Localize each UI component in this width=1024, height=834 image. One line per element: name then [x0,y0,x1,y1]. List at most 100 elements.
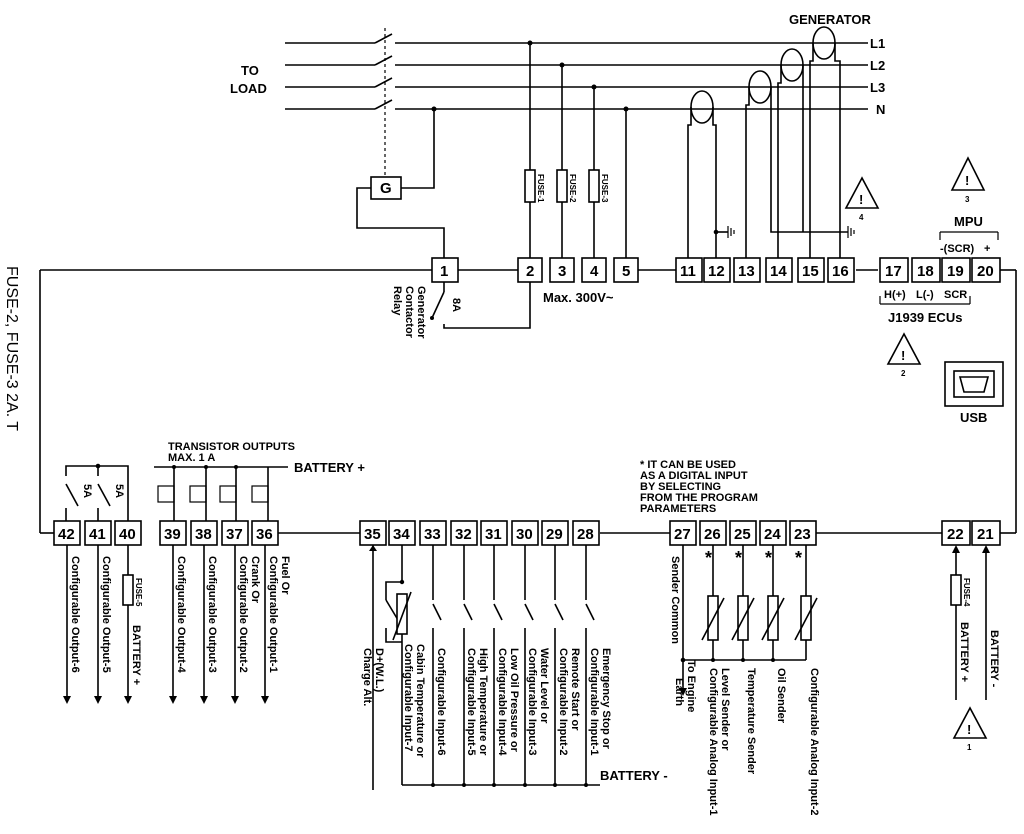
fuse-1-label: FUSE-1 [536,174,545,203]
contactor-label-1: Generator [415,286,427,339]
svg-text:38: 38 [195,526,212,543]
to-load-label-2: LOAD [230,81,267,96]
digital-input-note-1: * IT CAN BE USED [640,459,736,471]
asterisk-24: * [765,548,772,568]
bottom-terminal-35: 35 [359,520,387,546]
top-terminal-15: 15 [797,257,825,283]
svg-text:41: 41 [89,526,106,543]
svg-text:1: 1 [440,263,448,280]
line-label-n: N [876,102,885,117]
svg-text:20: 20 [977,263,994,280]
svg-text:15: 15 [802,263,819,280]
svg-text:16: 16 [832,263,849,280]
bottom-terminal-39: 39 [159,520,187,546]
svg-text:37: 37 [226,526,243,543]
svg-text:36: 36 [256,526,273,543]
label-t38: Configurable Output-3 [206,556,218,673]
generator-title: GENERATOR [789,12,871,27]
bottom-terminal-33: 33 [419,520,447,546]
output-wires [63,545,269,704]
bottom-terminal-36: 36 [251,520,279,546]
svg-text:12: 12 [708,263,725,280]
digital-input-note-3: BY SELECTING [640,481,721,493]
fuse-4-label: FUSE-4 [962,578,971,607]
j1939-title: J1939 ECUs [888,310,962,325]
label-t29-1: Remote Start or [569,648,581,731]
warning-icon-2: ! 2 [886,332,922,378]
svg-text:14: 14 [770,263,787,280]
svg-text:4: 4 [859,213,864,222]
label-t42: Configurable Output-6 [69,556,81,673]
svg-text:!: ! [965,173,969,188]
svg-text:26: 26 [704,526,721,543]
bottom-terminal-29: 29 [541,520,569,546]
digital-input-note-5: PARAMETERS [640,503,716,515]
label-t28-1: Emergency Stop or [600,648,612,750]
svg-text:1: 1 [967,743,972,752]
svg-text:23: 23 [794,526,811,543]
voltage-note: Max. 300V~ [543,290,614,305]
top-bus [39,269,1017,533]
transistor-note-2: MAX. 1 A [168,452,215,464]
svg-text:33: 33 [424,526,441,543]
j1939-label-scr: SCR [944,289,967,301]
asterisk-23: * [795,548,802,568]
top-terminal-2: 2 [517,257,543,283]
label-t33: Configurable Input-6 [435,648,447,756]
bottom-terminal-34: 34 [388,520,416,546]
digital-input-note-2: AS A DIGITAL INPUT [640,470,748,482]
fuse-3-label: FUSE-3 [600,174,609,203]
warning-icon-1: ! 1 [952,706,988,752]
svg-text:24: 24 [764,526,781,543]
bottom-terminal-25: 25 [729,520,757,546]
svg-text:27: 27 [674,526,691,543]
label-t35-1: D+(W.L.) [373,648,385,693]
transistor-switches [157,465,269,521]
fuse-side-note: FUSE-2, FUSE-3 2A. T [3,266,20,431]
asterisk-25: * [735,548,742,568]
svg-text:22: 22 [947,526,964,543]
label-t21: BATTERY - [988,630,1000,688]
label-t25: Temperature Sender [745,668,757,775]
svg-text:39: 39 [164,526,181,543]
usb-port-icon [944,361,1004,407]
label-t31-1: Low Oil Pressure or [508,648,520,753]
svg-text:40: 40 [119,526,136,543]
label-t24: Oil Sender [775,668,787,724]
mpu-title: MPU [954,214,983,229]
fuse-2-label: FUSE-2 [568,174,577,203]
top-terminal-11: 11 [675,257,703,283]
j1939-label-h: H(+) [884,289,906,301]
top-terminal-14: 14 [765,257,793,283]
label-t28-2: Configurable Input-1 [588,648,600,756]
label-t34-2: Configurable Input-7 [402,644,414,752]
label-t30-1: Water Level or [538,648,550,724]
coil-label: G [380,180,392,197]
top-terminal-19: 19 [941,257,971,283]
svg-text:32: 32 [455,526,472,543]
bottom-terminal-42: 42 [53,520,81,546]
bottom-terminal-40: 40 [114,520,142,546]
bottom-terminal-24: 24 [759,520,787,546]
relay-rating: 8A [450,298,462,312]
svg-text:2: 2 [901,369,906,378]
svg-text:31: 31 [485,526,502,543]
svg-text:42: 42 [58,526,75,543]
bottom-terminal-26: 26 [699,520,727,546]
svg-text:!: ! [901,348,905,363]
svg-text:4: 4 [590,263,599,280]
top-terminal-5: 5 [613,257,639,283]
contactor-label-2: Contactor [403,286,415,339]
to-load-label: TO [241,63,259,78]
label-t27b-1: To Engine [685,660,697,712]
label-t36-2: Configurable Output-1 [267,556,279,673]
label-t37-2: Configurable Output-2 [237,556,249,673]
label-t41: Configurable Output-5 [100,556,112,673]
bottom-terminal-41: 41 [84,520,112,546]
svg-text:5: 5 [622,263,630,280]
label-t22: BATTERY + [958,622,970,682]
phase-lines [285,28,868,176]
label-t27b-2: Earth [673,678,685,706]
line-label-l1: L1 [870,36,885,51]
contactor-label-3: Relay [391,286,403,316]
